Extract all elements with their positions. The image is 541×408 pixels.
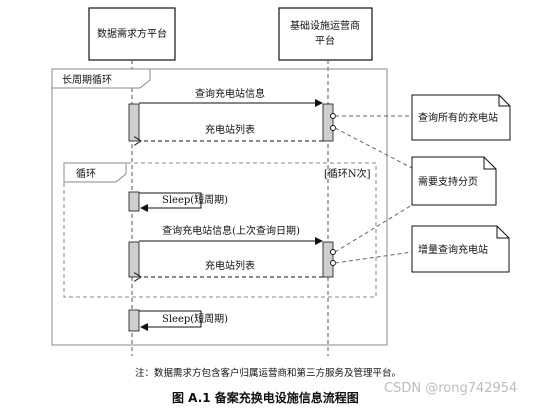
note-1-box: [411, 94, 511, 141]
outer-loop-tab: [51, 68, 151, 89]
activation-left-3: [128, 241, 140, 278]
note-anchor-4: [330, 260, 336, 266]
message-6-label: Sleep(短周期): [162, 312, 228, 325]
note-2-text: 需要支持分页: [418, 175, 478, 188]
message-2-label: 充电站列表: [205, 123, 255, 136]
activation-right-2: [322, 241, 334, 278]
note-3-fold: [496, 226, 509, 239]
message-1-label: 查询充电站信息: [195, 87, 265, 100]
inner-loop-frame: [63, 162, 377, 298]
participant-left-box: [88, 7, 176, 61]
note-1-text: 查询所有的充电站: [418, 111, 498, 124]
note-connector-3: [334, 204, 413, 253]
note-2-fold: [483, 157, 496, 170]
activation-left-1: [128, 103, 140, 142]
note-anchor-3: [330, 249, 336, 255]
participant-left-label: 数据需求方平台: [97, 27, 167, 40]
note-1-fold: [498, 95, 510, 107]
figure-caption: 图 A.1 备案充换电设施信息流程图: [172, 390, 359, 405]
footnote: 注：数据需求方包含客户归属运营商和第三方服务及管理平台。: [135, 367, 401, 379]
participant-right-label-line2: 平台: [315, 34, 335, 47]
message-4-label: 查询充电站信息(上次查询日期): [162, 224, 300, 237]
outer-loop-label: 长周期循环: [62, 73, 112, 86]
activation-left-4: [128, 309, 140, 332]
note-3-box: [411, 225, 510, 273]
note-anchor-2: [330, 125, 336, 131]
message-5-label: 充电站列表: [205, 259, 255, 272]
inner-loop-guard: [循环N次]: [324, 167, 371, 180]
note-connector-4: [334, 251, 413, 264]
note-anchor-1: [330, 113, 336, 119]
note-3-text: 增量查询充电站: [418, 243, 488, 256]
activation-left-2: [128, 191, 140, 212]
inner-loop-label: 循环: [76, 167, 96, 180]
message-3-label: Sleep(短周期): [162, 193, 228, 206]
message-3-self-loop: [139, 192, 202, 212]
outer-loop-frame: [51, 68, 388, 346]
inner-loop-tab: [63, 162, 127, 183]
note-2-box: [411, 156, 497, 206]
watermark: CSDN @rong742954: [384, 381, 517, 396]
participant-right-label-line1: 基础设施运营商: [290, 19, 360, 32]
participant-right-box: [278, 7, 373, 61]
activation-right-1: [322, 103, 334, 142]
message-6-self-loop: [139, 310, 202, 331]
note-connector-2: [334, 127, 413, 169]
